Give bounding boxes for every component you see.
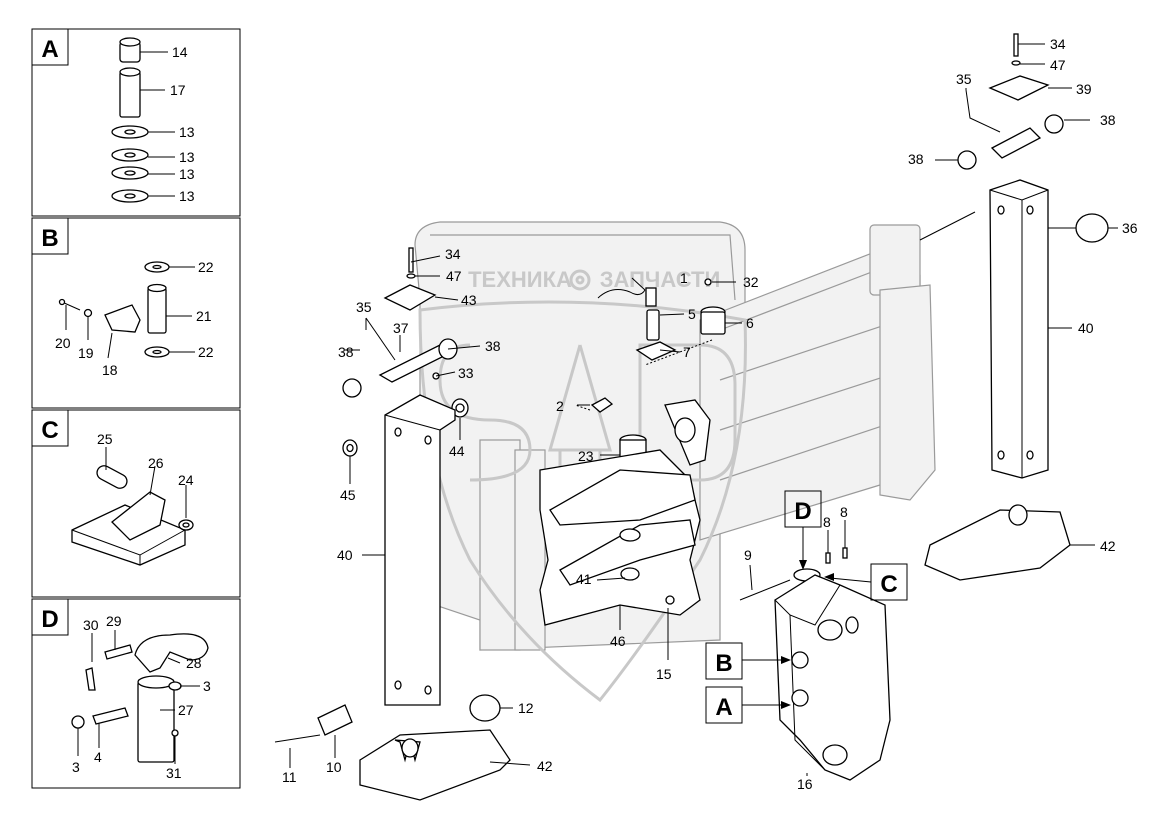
- watermark-right-text: ЗАПЧАСТИ: [600, 267, 721, 292]
- panel-d: D 30 29 28 3 27 3 4 31: [31, 598, 241, 789]
- boxed-callouts: D C B A: [705, 490, 908, 724]
- callout-label: 5: [688, 306, 696, 322]
- callout-label: 47: [1050, 57, 1066, 73]
- callout-label: 15: [656, 666, 672, 682]
- callout-label: 9: [744, 547, 752, 563]
- callout-b: B: [705, 642, 791, 680]
- callout-label: 37: [393, 320, 409, 336]
- callout-label: 13: [179, 166, 195, 182]
- callout-label: 46: [610, 633, 626, 649]
- panel-a: A 14 17 13 13 13 13: [31, 28, 241, 217]
- callout-label: 40: [1078, 320, 1094, 336]
- callout-label: 22: [198, 344, 214, 360]
- callout-label: 19: [78, 345, 94, 361]
- callout-label: 4: [94, 749, 102, 765]
- svg-text:B: B: [715, 650, 732, 677]
- callout-label: 17: [170, 82, 186, 98]
- panel-b-letter: B: [41, 225, 58, 252]
- callout-label: 13: [179, 188, 195, 204]
- callout-label: 10: [326, 759, 342, 775]
- center-mechanism: 1 32 5 6 7 2 23 41 46 15: [539, 270, 759, 682]
- callout-c: C: [824, 563, 908, 601]
- callout-label: 43: [461, 292, 477, 308]
- main-frame-ghost: [414, 221, 936, 651]
- panel-b: B 22 21 22 20 19 18: [31, 217, 241, 409]
- callout-label: 29: [106, 613, 122, 629]
- callout-label: 39: [1076, 81, 1092, 97]
- svg-text:D: D: [794, 498, 811, 525]
- watermark-left-text: ТЕХНИКА: [468, 267, 572, 292]
- callout-label: 2: [556, 398, 564, 414]
- callout-label: 27: [178, 702, 194, 718]
- svg-text:A: A: [715, 694, 732, 721]
- bracket-assembly: 9 8 8 16: [739, 504, 891, 792]
- callout-label: 47: [446, 268, 462, 284]
- panel-c: C 25 26 24: [31, 409, 241, 598]
- callout-label: 11: [282, 769, 297, 785]
- callout-a: A: [705, 686, 791, 724]
- callout-label: 24: [178, 472, 194, 488]
- callout-label: 33: [458, 365, 474, 381]
- left-post-assembly: 34 47 43 35 37 38 38 33 44 45 40 12 11 1…: [274, 246, 553, 801]
- callout-label: 45: [340, 487, 356, 503]
- callout-label: 13: [179, 149, 195, 165]
- callout-label: 3: [203, 678, 211, 694]
- callout-label: 23: [578, 448, 594, 464]
- gear-icon: [569, 269, 591, 291]
- callout-label: 31: [166, 765, 182, 781]
- callout-label: 25: [97, 431, 113, 447]
- callout-label: 42: [1100, 538, 1116, 554]
- panel-c-letter: C: [41, 417, 58, 444]
- callout-label: 1: [680, 270, 688, 286]
- callout-label: 13: [179, 124, 195, 140]
- callout-label: 32: [743, 274, 759, 290]
- callout-label: 40: [337, 547, 353, 563]
- callout-label: 28: [186, 655, 202, 671]
- callout-label: 44: [449, 443, 465, 459]
- callout-label: 20: [55, 335, 71, 351]
- panel-a-letter: A: [41, 36, 58, 63]
- callout-label: 7: [683, 344, 691, 360]
- callout-label: 35: [356, 299, 372, 315]
- callout-label: 42: [537, 758, 553, 774]
- right-post-assembly: 34 47 35 39 38 38 36 40 42: [908, 33, 1138, 581]
- callout-label: 36: [1122, 220, 1138, 236]
- callout-label: 22: [198, 259, 214, 275]
- callout-label: 38: [1100, 112, 1116, 128]
- callout-label: 6: [746, 315, 754, 331]
- callout-label: 38: [908, 151, 924, 167]
- panel-d-letter: D: [41, 606, 58, 633]
- watermark: ТЕХНИКА ЗАПЧАСТИ: [418, 267, 747, 703]
- callout-label: 38: [338, 344, 354, 360]
- callout-label: 41: [576, 571, 592, 587]
- callout-label: 35: [956, 71, 972, 87]
- callout-label: 8: [840, 504, 848, 520]
- callout-label: 21: [196, 308, 212, 324]
- callout-label: 14: [172, 44, 188, 60]
- callout-label: 16: [797, 776, 813, 792]
- callout-label: 38: [485, 338, 501, 354]
- callout-label: 34: [1050, 36, 1066, 52]
- callout-label: 34: [445, 246, 461, 262]
- callout-label: 26: [148, 455, 164, 471]
- callout-label: 18: [102, 362, 118, 378]
- callout-label: 12: [518, 700, 534, 716]
- callout-d: D: [784, 490, 822, 570]
- callout-label: 30: [83, 617, 99, 633]
- callout-label: 8: [823, 514, 831, 530]
- svg-text:C: C: [880, 571, 897, 598]
- callout-label: 3: [72, 759, 80, 775]
